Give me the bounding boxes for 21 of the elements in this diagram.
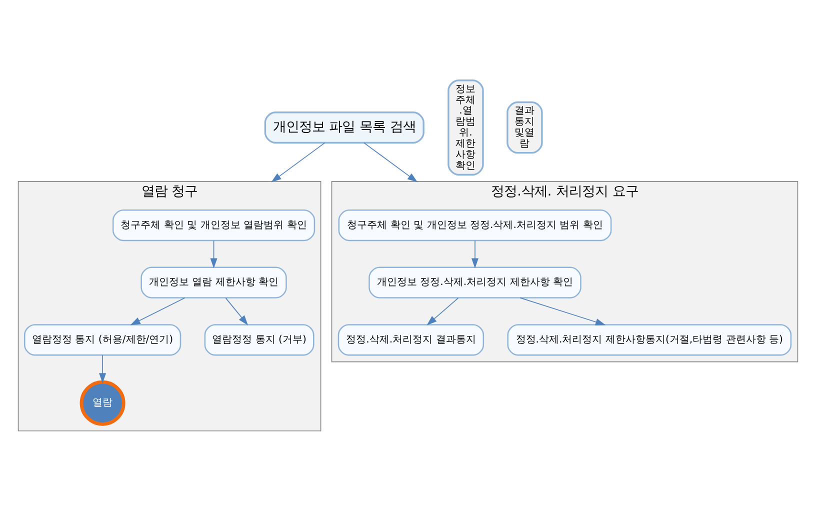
arrow (225, 298, 248, 326)
arrow (99, 354, 106, 384)
node-box: 정보주체.열람범위.제한사항확인 (448, 80, 484, 176)
node-box: 열람정정 통지 (허용/제한/연기) (24, 324, 182, 356)
arrow (471, 240, 479, 268)
node-box: 청구주체 확인 및 개인정보 열람범위 확인 (112, 210, 316, 242)
node-box: 정정.삭제.처리정지 결과통지 (338, 324, 484, 356)
arrow (210, 240, 218, 268)
arrow (520, 297, 606, 326)
arrow (130, 297, 186, 326)
arrow (426, 298, 459, 326)
node-box: 개인정보 열람 제한사항 확인 (140, 266, 287, 298)
node-box: 결과통지및열람 (506, 101, 543, 154)
node-box: 청구주체 확인 및 개인정보 정정.삭제.처리정지 범위 확인 (338, 210, 612, 242)
arrow (364, 142, 418, 182)
node-box: 개인정보 파일 목록 검색 (264, 112, 424, 144)
node-box: 열람정정 통지 (거부) (204, 324, 314, 356)
node-circle: 열람 (80, 380, 126, 426)
arrow (271, 142, 326, 182)
node-box: 정정.삭제.처리정지 제한사항통지(거절,타법령 관련사항 등) (507, 324, 792, 356)
node-box: 개인정보 정정.삭제.처리정지 제한사항 확인 (368, 266, 582, 298)
